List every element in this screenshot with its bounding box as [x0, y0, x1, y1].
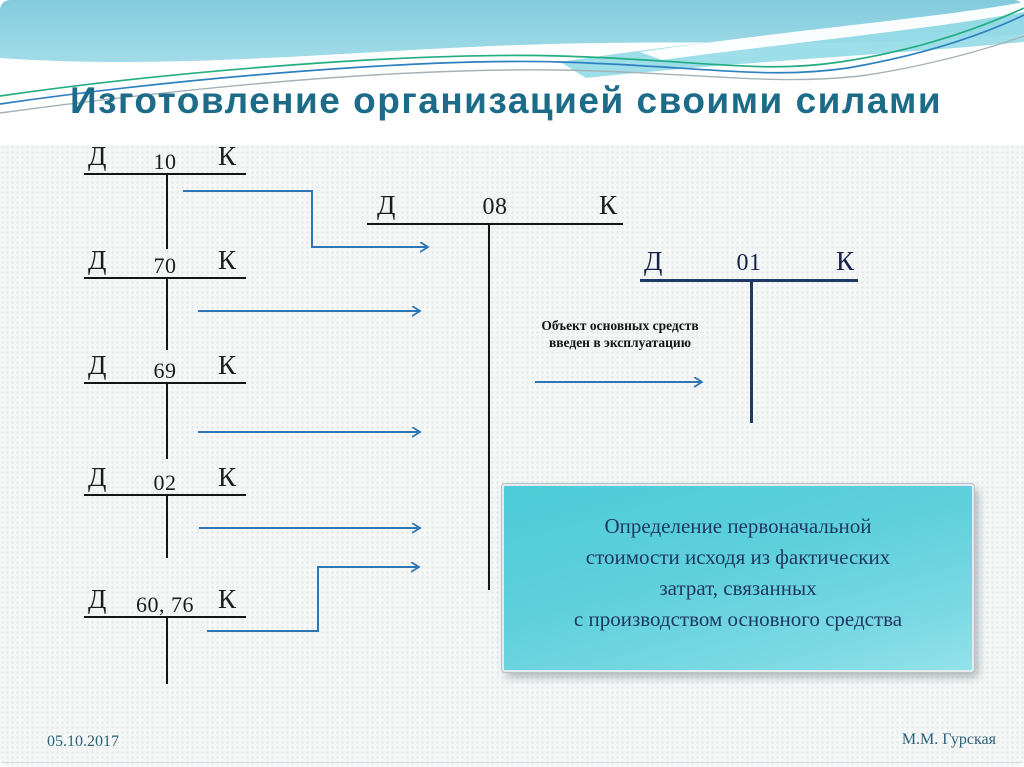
credit-label: К — [218, 462, 237, 492]
debit-label: Д — [88, 141, 107, 171]
t-account-stem — [166, 279, 168, 350]
credit-label: К — [218, 584, 237, 614]
t-account-bar — [640, 279, 858, 282]
t-account-stem — [750, 282, 753, 423]
account-number: 08 — [482, 194, 508, 220]
initial-cost-definition-text: Определение первоначальной стоимости исх… — [504, 511, 972, 635]
initial-cost-line2: стоимости исходя из фактических — [585, 545, 891, 569]
initial-cost-line4: с производством основного средства — [573, 607, 903, 631]
t-account-bar — [84, 382, 246, 384]
debit-label: Д — [88, 245, 107, 275]
account-number: 02 — [153, 470, 177, 495]
account-number: 01 — [736, 250, 762, 276]
credit-label: К — [218, 245, 237, 275]
t-account-stem — [166, 175, 168, 249]
debit-label: Д — [644, 246, 663, 276]
account-number: 60, 76 — [136, 592, 194, 617]
t-account-stem — [166, 618, 168, 684]
footer-author: М.М. Гурская — [901, 731, 996, 748]
t-account-stem — [166, 384, 168, 459]
debit-label: Д — [88, 462, 107, 492]
header-wave-decoration — [0, 0, 1024, 145]
commissioning-note-line2: введен в эксплуатацию — [548, 335, 692, 350]
t-account-bar — [367, 223, 623, 225]
initial-cost-line1: Определение первоначальной — [604, 514, 872, 538]
footer-date: 05.10.2017 — [47, 733, 119, 750]
t-account-bar — [84, 277, 246, 279]
t-account-bar — [84, 494, 246, 496]
t-account-bar — [84, 616, 246, 618]
t-account-bar — [84, 173, 246, 175]
slide-title: Изготовление организацией своими силами — [70, 80, 943, 121]
initial-cost-line3: затрат, связанных — [659, 576, 817, 600]
account-number: 10 — [153, 149, 177, 174]
credit-label: К — [218, 141, 237, 171]
t-account-stem — [488, 225, 490, 590]
commissioning-note: Объект основных средств введен в эксплуа… — [505, 317, 735, 351]
slide-bottom-edge — [0, 762, 1024, 763]
debit-label: Д — [88, 584, 107, 614]
commissioning-note-line1: Объект основных средств — [541, 318, 699, 333]
initial-cost-definition-box: Определение первоначальной стоимости исх… — [502, 484, 974, 672]
debit-label: Д — [88, 350, 107, 380]
credit-label: К — [836, 246, 855, 276]
t-account-stem — [166, 496, 168, 558]
account-number: 69 — [153, 358, 177, 383]
credit-label: К — [599, 190, 618, 220]
credit-label: К — [218, 350, 237, 380]
account-number: 70 — [153, 253, 177, 278]
